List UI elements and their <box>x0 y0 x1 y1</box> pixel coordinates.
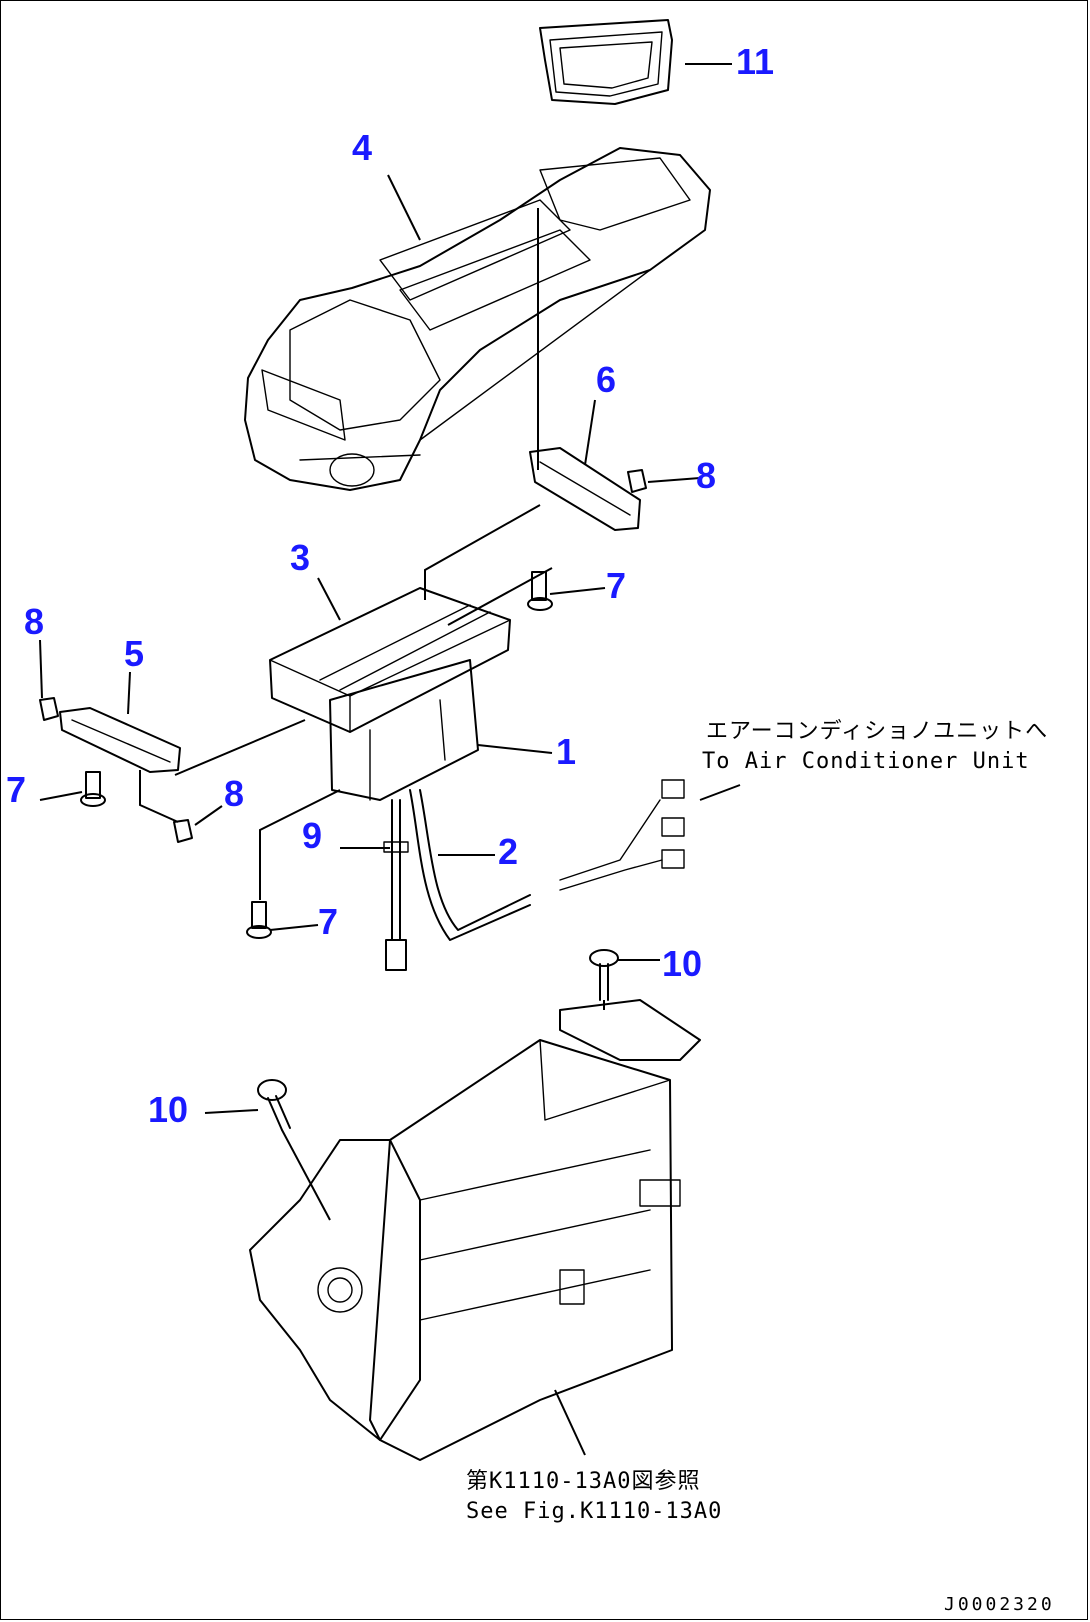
part-9-cable <box>383 799 409 971</box>
part-10-screw-b <box>257 1079 291 1131</box>
part-11-tray <box>539 19 673 105</box>
callout-8: 8 <box>696 455 717 496</box>
part-4-console-cover <box>244 147 711 491</box>
callout-7: 7 <box>318 901 339 942</box>
callout-2: 2 <box>498 831 519 872</box>
aircon-note-jp: エアーコンディショノユニットへ <box>706 719 1049 744</box>
callout-1: 1 <box>556 731 577 772</box>
see-fig-note-jp: 第K1110-13A0図参照 <box>466 1469 701 1494</box>
leader-lines <box>39 63 741 1456</box>
callout-4: 4 <box>352 127 373 168</box>
part-7-bolt-c <box>246 901 272 939</box>
callout-9: 9 <box>302 815 323 856</box>
part-8-clip-a <box>627 469 647 493</box>
callout-6: 6 <box>596 359 617 400</box>
part-1-panel-body <box>329 659 479 801</box>
part-8-clip-c <box>173 819 193 843</box>
part-5-bracket <box>59 707 181 773</box>
callout-7: 7 <box>606 565 627 606</box>
part-7-bolt-a <box>527 571 553 611</box>
part-6-bracket <box>529 447 641 531</box>
callout-7: 7 <box>6 769 27 810</box>
callout-10: 10 <box>662 943 703 984</box>
drawing-id: J0002320 <box>944 1594 1055 1615</box>
base-frame <box>249 999 701 1461</box>
callout-5: 5 <box>124 633 145 674</box>
callout-8: 8 <box>24 601 45 642</box>
part-8-clip-b <box>39 697 59 721</box>
callout-11: 11 <box>736 41 775 82</box>
aircon-note-en: To Air Conditioner Unit <box>702 749 1030 774</box>
callout-3: 3 <box>290 537 311 578</box>
part-3-control-unit <box>269 587 511 733</box>
part-7-bolt-b <box>80 771 106 807</box>
see-fig-note-en: See Fig.K1110-13A0 <box>466 1499 723 1524</box>
part-2-harness <box>409 779 685 941</box>
part-10-screw-a <box>589 949 619 1001</box>
callout-8: 8 <box>224 773 245 814</box>
callout-10: 10 <box>148 1089 189 1130</box>
